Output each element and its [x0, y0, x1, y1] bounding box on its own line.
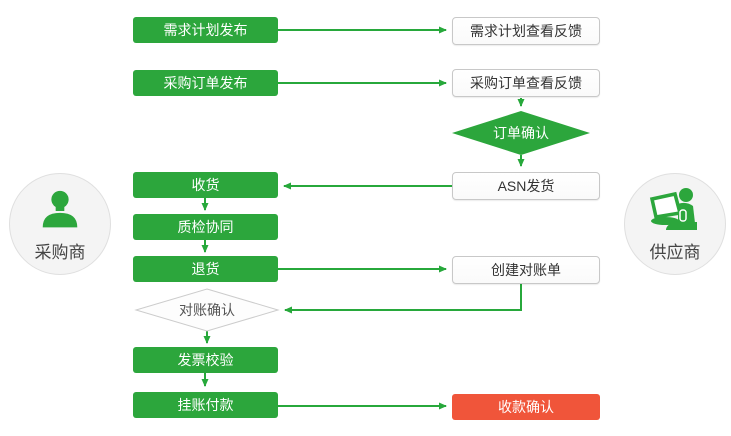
node-receive-goods: 收货 — [133, 172, 278, 198]
node-purchase-order-feedback: 采购订单查看反馈 — [452, 69, 600, 97]
supplier-actor: 供应商 — [624, 173, 726, 275]
node-quality-inspect: 质检协同 — [133, 214, 278, 240]
buyer-actor: 采购商 — [9, 173, 111, 275]
node-book-payment: 挂账付款 — [133, 392, 278, 418]
node-return-goods: 退货 — [133, 256, 278, 282]
order-confirm-diamond — [452, 111, 590, 155]
node-receipt-confirm: 收款确认 — [452, 394, 600, 420]
buyer-label: 采购商 — [34, 242, 86, 262]
node-demand-plan-publish: 需求计划发布 — [133, 17, 278, 43]
node-create-statement: 创建对账单 — [452, 256, 600, 284]
supplier-label: 供应商 — [649, 242, 701, 262]
node-reconcile-confirm: 对账确认 — [179, 302, 235, 318]
node-invoice-check: 发票校验 — [133, 347, 278, 373]
node-order-confirm: 订单确认 — [493, 125, 549, 141]
node-purchase-order-publish: 采购订单发布 — [133, 70, 278, 96]
connector-statement-to-reconcile — [284, 284, 522, 314]
reconcile-confirm-diamond — [134, 288, 280, 332]
node-demand-plan-feedback: 需求计划查看反馈 — [452, 17, 600, 45]
person-icon — [42, 190, 78, 227]
person-laptop-icon — [649, 187, 697, 230]
node-asn-ship: ASN发货 — [452, 172, 600, 200]
